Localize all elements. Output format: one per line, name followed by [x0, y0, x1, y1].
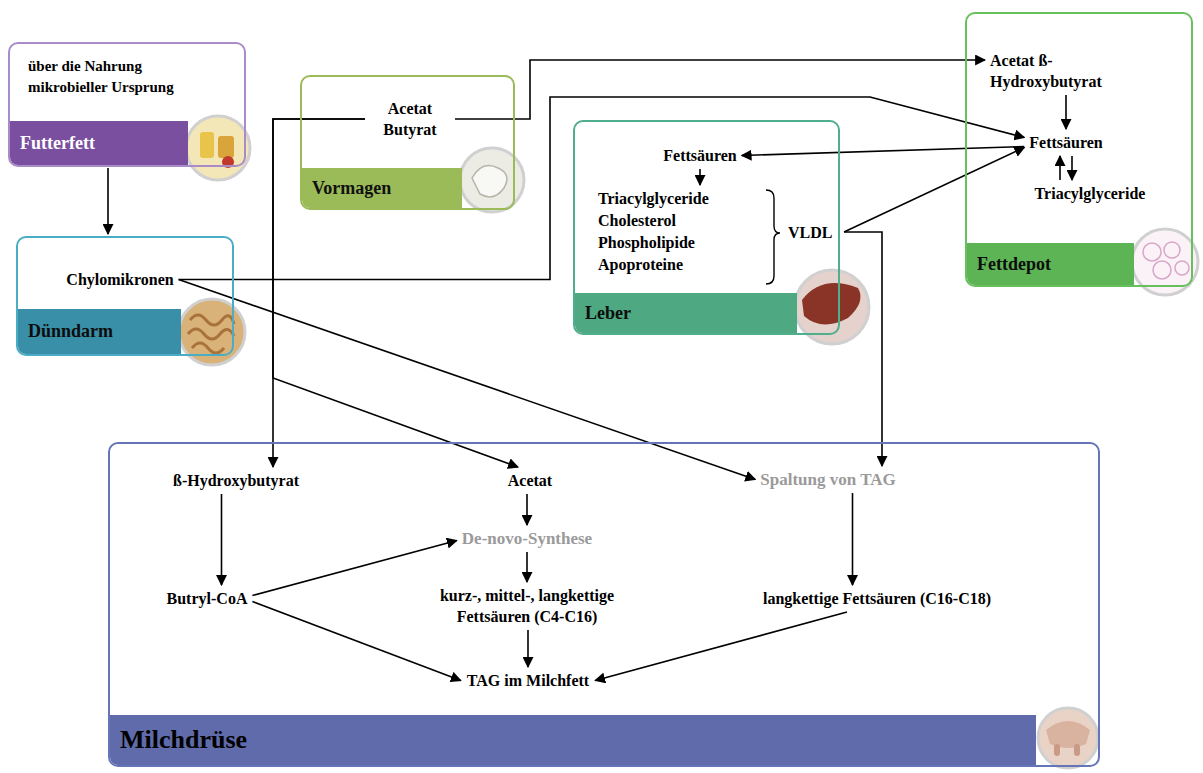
organ-section: Fettdepot Acetat ß-HydroxybutyratFettsäur… [965, 12, 1193, 287]
organ-section: Leber FettsäurenTriacylglyceride Choleste… [573, 120, 840, 335]
flow-arrow [455, 60, 985, 119]
flow-arrow [742, 147, 1025, 156]
organ-section: Vormagen Acetat Butyrat [300, 75, 515, 210]
section-band: Fettdepot [967, 243, 1134, 285]
flow-arrow [699, 169, 701, 185]
bracket-label: VLDL [788, 222, 832, 243]
node-text: Chylomikronen [66, 269, 173, 290]
node-text: Butryl-CoA [167, 588, 248, 609]
node-text: Fettsäuren [1029, 132, 1102, 153]
node-text: Acetat ß-Hydroxybutyrat [990, 50, 1130, 92]
metabolite-label: kurz-, mittel-, langkettige Fettsäuren (… [412, 585, 642, 627]
node-text: ß-Hydroxybutyrat [173, 470, 299, 491]
metabolite-label: Triacylglyceride [1035, 183, 1146, 204]
flow-arrow [852, 493, 854, 585]
organ-section: Dünndarm Chylomikronen [16, 236, 234, 356]
section-band: Dünndarm [18, 309, 181, 354]
curly-bracket [766, 190, 780, 284]
section-body-text: über die Nahrung mikrobieller Ursprung [28, 56, 198, 98]
flow-arrow [252, 602, 460, 681]
metabolite-label: Spaltung von TAG [760, 469, 895, 490]
node-text: De-novo-Synthese [462, 528, 592, 549]
flow-arrow [273, 119, 518, 467]
metabolite-label: Butryl-CoA [167, 588, 248, 609]
flow-arrow [179, 97, 1025, 280]
flow-arrow [221, 494, 223, 585]
node-text: Triacylglyceride Cholesterol Phospholipi… [598, 188, 763, 276]
flow-arrow [1059, 156, 1061, 180]
flow-arrow [526, 494, 528, 525]
udder-icon [1038, 708, 1098, 768]
feed-icon [186, 116, 250, 180]
metabolite-label: Acetat ß-Hydroxybutyrat [990, 50, 1130, 92]
metabolite-label: langkettige Fettsäuren (C16-C18) [763, 588, 991, 609]
node-text: Fettsäuren [663, 145, 736, 166]
metabolite-label: ß-Hydroxybutyrat [173, 470, 299, 491]
metabolite-label: De-novo-Synthese [462, 528, 592, 549]
node-text: langkettige Fettsäuren (C16-C18) [763, 588, 991, 609]
section-band: Leber [575, 293, 797, 333]
metabolite-label: TAG im Milchfett [467, 670, 589, 691]
node-text: Spaltung von TAG [760, 469, 895, 490]
flow-arrow [595, 612, 847, 681]
flow-arrow [844, 148, 1024, 233]
metabolite-label: Fettsäuren [663, 145, 736, 166]
flow-arrow [1071, 156, 1073, 180]
section-band: Futterfett [10, 121, 188, 165]
node-text: TAG im Milchfett [467, 670, 589, 691]
node-text: Acetat [508, 470, 552, 491]
metabolite-label: Chylomikronen [66, 269, 173, 290]
organ-section: Milchdrüse ß-Hydroxybutyrat Acetat Spaltung… [108, 442, 1100, 767]
section-band: Milchdrüse [110, 715, 1036, 765]
flow-arrow [844, 232, 882, 466]
flow-arrow [107, 168, 109, 234]
flow-arrow [526, 552, 528, 582]
metabolite-label: Acetat Butyrat [370, 98, 450, 140]
node-text: kurz-, mittel-, langkettige Fettsäuren (… [412, 585, 642, 627]
metabolite-label: Triacylglyceride Cholesterol Phospholipi… [598, 188, 838, 276]
flow-arrow [252, 541, 456, 596]
organ-section: über die Nahrung mikrobieller UrsprungFu… [8, 42, 246, 167]
flow-arrow [1065, 95, 1067, 129]
node-text: Triacylglyceride [1035, 183, 1146, 204]
section-band: Vormagen [302, 168, 462, 208]
metabolite-label: Acetat [508, 470, 552, 491]
node-text: Acetat Butyrat [370, 98, 450, 140]
liver-icon [795, 270, 869, 344]
flow-arrow [527, 630, 529, 667]
metabolite-label: Fettsäuren [1029, 132, 1102, 153]
